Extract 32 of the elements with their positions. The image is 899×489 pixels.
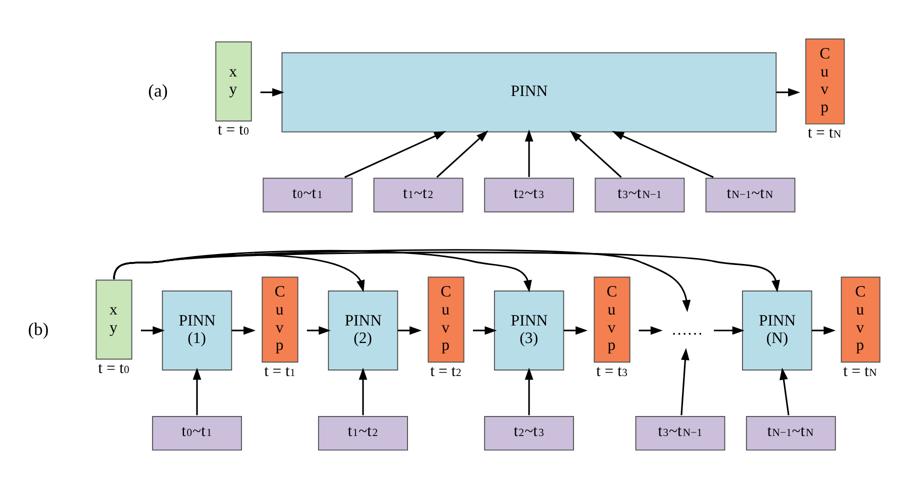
arrow xyxy=(570,130,622,178)
arrow xyxy=(638,326,663,334)
arrow xyxy=(680,347,690,415)
arrow xyxy=(776,88,800,96)
node-label: t = t2 xyxy=(430,362,462,380)
label: (a) xyxy=(148,80,168,100)
arrow xyxy=(306,326,331,334)
arrow xyxy=(140,326,165,334)
arrow xyxy=(714,326,744,334)
node-label: t = tN xyxy=(808,124,842,142)
arrow xyxy=(358,367,368,415)
arrow xyxy=(612,130,714,178)
arrow xyxy=(398,326,422,334)
node-label: t = tN xyxy=(843,362,877,380)
arrow xyxy=(524,367,534,415)
node-label: t = t0 xyxy=(98,359,130,376)
arrow xyxy=(436,130,488,178)
arrow xyxy=(232,326,256,334)
node-text: …… xyxy=(671,320,703,338)
node-label: t = t1 xyxy=(264,362,296,380)
node-label: t = t3 xyxy=(596,362,628,380)
arrow xyxy=(564,326,588,334)
arrow xyxy=(113,251,780,292)
label: (b) xyxy=(28,318,49,338)
arrow xyxy=(192,367,202,415)
arrow xyxy=(260,88,284,96)
arrow xyxy=(524,128,534,176)
arrow xyxy=(812,326,836,334)
arrow xyxy=(780,367,790,415)
node-label: t = t0 xyxy=(218,121,249,138)
arrow xyxy=(344,130,446,178)
arrow xyxy=(472,326,497,334)
